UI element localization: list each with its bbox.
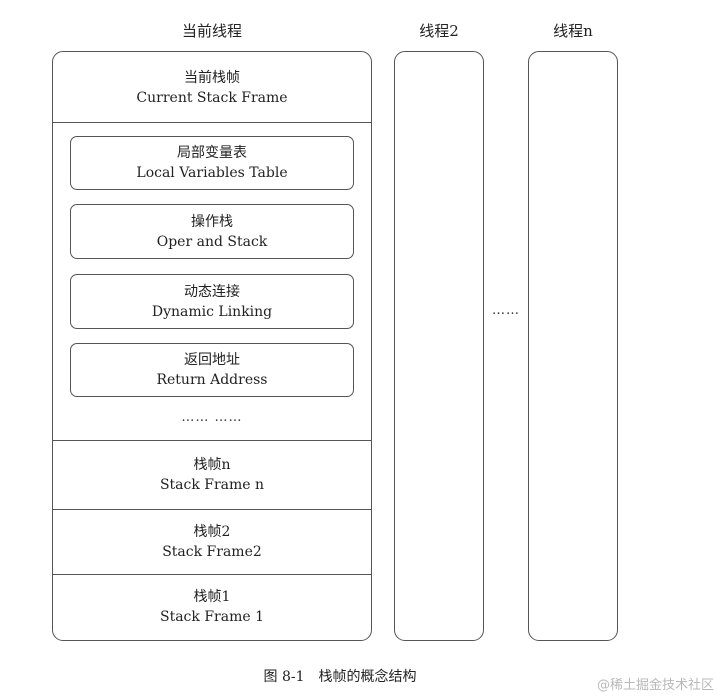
part-en: Return Address [156, 372, 268, 388]
thread-n-column [528, 51, 618, 641]
divider [53, 440, 371, 441]
part-en: Oper and Stack [156, 233, 268, 250]
parts-ellipsis: …… …… [181, 410, 243, 425]
divider [53, 574, 371, 575]
frame-en: Stack Frame n [159, 477, 265, 493]
divider [53, 509, 371, 510]
thread-n-title: 线程n [553, 22, 593, 40]
return-address-box: 返回地址 Return Address [70, 343, 354, 397]
thread-2-column [394, 51, 484, 641]
part-en: Local Variables Table [136, 165, 288, 181]
current-thread-column: 当前栈帧 Current Stack Frame 局部变量表 Local Var… [52, 51, 372, 641]
local-variables-table-box: 局部变量表 Local Variables Table [70, 136, 354, 190]
frame-en: Stack Frame 1 [159, 609, 264, 625]
part-cn: 局部变量表 [177, 145, 247, 161]
frame-cn: 栈帧1 [193, 589, 231, 605]
frame-cn: 栈帧2 [193, 524, 231, 540]
current-thread-title: 当前线程 [181, 22, 242, 40]
dynamic-linking-box: 动态连接 Dynamic Linking [70, 274, 354, 329]
frame-en: Stack Frame2 [162, 544, 262, 560]
watermark: @稀土掘金技术社区 [596, 678, 714, 693]
current-stack-frame-en: Current Stack Frame [136, 90, 288, 106]
part-cn: 动态连接 [184, 283, 240, 300]
stack-frame-2: 栈帧2 Stack Frame2 [53, 510, 371, 574]
current-stack-frame-cn: 当前栈帧 [184, 70, 240, 86]
part-cn: 返回地址 [184, 352, 240, 368]
divider [53, 122, 371, 123]
frame-cn: 栈帧n [193, 457, 231, 473]
figure-caption: 图 8-1 栈帧的概念结构 [263, 669, 417, 685]
stack-frame-n: 栈帧n Stack Frame n [53, 441, 371, 509]
part-cn: 操作栈 [191, 213, 233, 230]
between-columns-ellipsis: …… [492, 303, 520, 318]
operand-stack-box: 操作栈 Oper and Stack [70, 204, 354, 259]
current-stack-frame: 当前栈帧 Current Stack Frame [53, 62, 371, 114]
thread-2-title: 线程2 [419, 22, 459, 40]
stack-frame-1: 栈帧1 Stack Frame 1 [53, 575, 371, 639]
part-en: Dynamic Linking [151, 303, 273, 320]
